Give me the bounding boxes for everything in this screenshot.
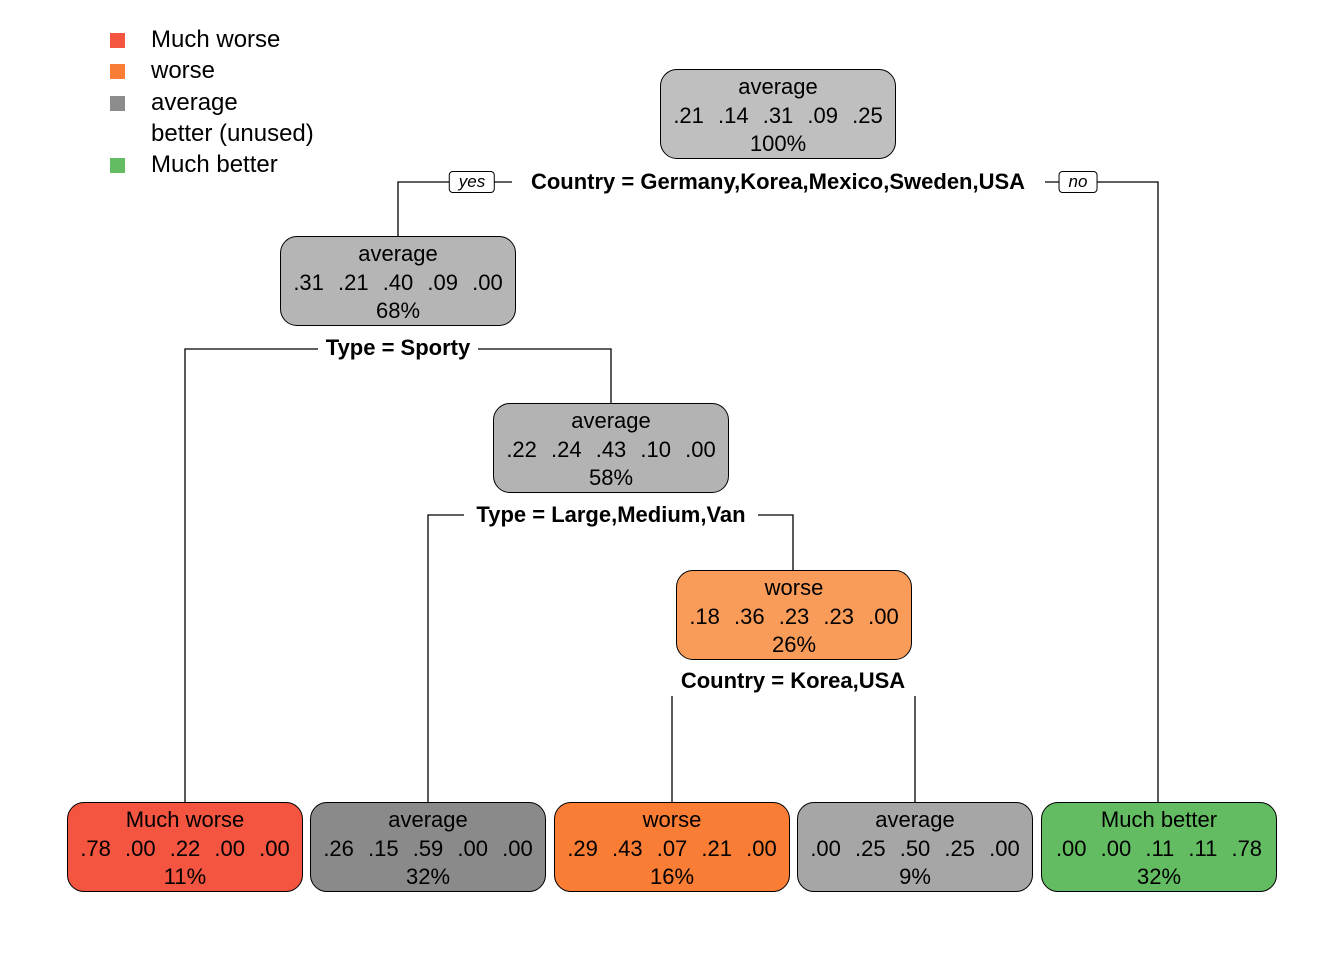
tree-node-5: average .22 .24 .43 .10 .00 58% xyxy=(493,403,729,493)
node-probabilities: .18 .36 .23 .23 .00 xyxy=(689,603,899,629)
tree-leaf-23: average .00 .25 .50 .25 .00 9% xyxy=(797,802,1033,892)
legend-swatch xyxy=(110,33,125,48)
branch-tag-yes: yes xyxy=(448,171,496,193)
edge-n5-right xyxy=(758,514,794,570)
edge-n5-left xyxy=(427,514,464,802)
tree-leaf-4: Much worse .78 .00 .22 .00 .00 11% xyxy=(67,802,303,892)
node-percent: 9% xyxy=(899,864,931,889)
split-label-root: Country = Germany,Korea,Mexico,Sweden,US… xyxy=(528,169,1028,195)
node-percent: 32% xyxy=(1136,864,1182,889)
node-class: average xyxy=(358,241,438,266)
node-probabilities: .00 .00 .11 .11 .78 xyxy=(1055,835,1263,861)
node-class: worse xyxy=(764,575,824,600)
tree-leaf-10: average .26 .15 .59 .00 .00 32% xyxy=(310,802,546,892)
node-percent: 32% xyxy=(405,864,451,889)
legend-label: better (unused) xyxy=(151,119,314,147)
edge-n2-right xyxy=(478,348,612,403)
node-class: average xyxy=(738,74,818,99)
node-class: average xyxy=(875,807,955,832)
tree-leaf-3: Much better .00 .00 .11 .11 .78 32% xyxy=(1041,802,1277,892)
legend-label: average xyxy=(151,88,238,116)
edge-root-right xyxy=(1045,181,1159,802)
node-percent: 100% xyxy=(749,131,807,156)
node-percent: 58% xyxy=(588,465,634,490)
node-percent: 11% xyxy=(163,864,207,889)
split-label-node-2: Type = Sporty xyxy=(323,335,473,361)
node-probabilities: .78 .00 .22 .00 .00 xyxy=(80,835,290,861)
node-probabilities: .26 .15 .59 .00 .00 xyxy=(323,835,533,861)
node-probabilities: .22 .24 .43 .10 .00 xyxy=(506,436,716,462)
node-class: Much worse xyxy=(125,807,245,832)
legend-label: worse xyxy=(151,57,216,85)
node-percent: 26% xyxy=(771,632,817,657)
tree-node-root: average .21 .14 .31 .09 .25 100% xyxy=(660,69,896,159)
node-probabilities: .00 .25 .50 .25 .00 xyxy=(810,835,1020,861)
legend-label: Much worse xyxy=(151,26,281,53)
node-probabilities: .31 .21 .40 .09 .00 xyxy=(293,269,503,295)
legend-swatch xyxy=(110,158,125,174)
tree-node-2: average .31 .21 .40 .09 .00 68% xyxy=(280,236,516,326)
legend-swatch xyxy=(110,95,125,111)
node-percent: 68% xyxy=(375,298,421,323)
branch-tag-no: no xyxy=(1058,171,1098,193)
node-class: average xyxy=(571,408,651,433)
node-probabilities: .29 .43 .07 .21 .00 xyxy=(567,835,777,861)
node-probabilities: .21 .14 .31 .09 .25 xyxy=(673,102,883,128)
tree-node-11: worse .18 .36 .23 .23 .00 26% xyxy=(676,570,912,660)
node-class: worse xyxy=(642,807,702,832)
tree-leaf-22: worse .29 .43 .07 .21 .00 16% xyxy=(554,802,790,892)
split-label-node-5: Type = Large,Medium,Van xyxy=(474,502,748,528)
legend-swatch xyxy=(110,64,125,80)
split-label-node-11: Country = Korea,USA xyxy=(678,668,908,694)
node-class: Much better xyxy=(1100,807,1218,832)
legend-label: Much better xyxy=(151,151,278,179)
edge-n2-left xyxy=(184,348,318,802)
node-class: average xyxy=(388,807,468,832)
node-percent: 16% xyxy=(649,864,695,889)
